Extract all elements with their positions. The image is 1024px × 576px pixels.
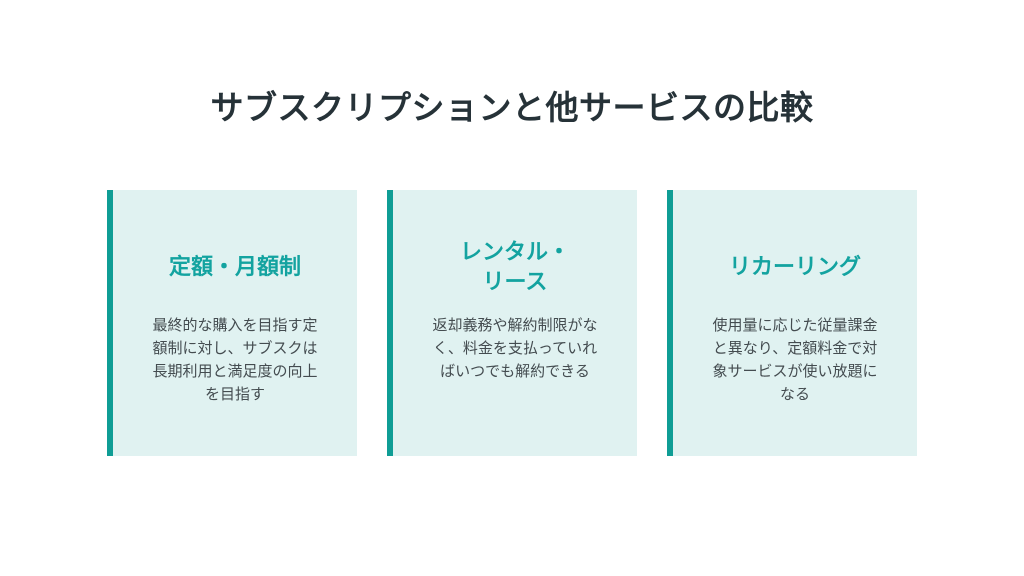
card-flat-rate: 定額・月額制 最終的な購入を目指す定 額制に対し、サブスクは 長期利用と満足度の… (107, 190, 357, 456)
card-title: 定額・月額制 (168, 255, 301, 280)
comparison-cards: 定額・月額制 最終的な購入を目指す定 額制に対し、サブスクは 長期利用と満足度の… (107, 190, 917, 456)
card-title: レンタル・ リース (459, 240, 570, 295)
page-title: サブスクリプションと他サービスの比較 (210, 88, 814, 128)
card-header: レンタル・ リース (393, 236, 637, 300)
card-header: 定額・月額制 (113, 236, 357, 300)
card-rental-lease: レンタル・ リース 返却義務や解約制限がな く、料金を支払っていれ ばいつでも解… (387, 190, 637, 456)
card-header: リカーリング (673, 236, 917, 300)
card-recurring: リカーリング 使用量に応じた従量課金 と異なり、定額料金で対 象サービスが使い放… (667, 190, 917, 456)
card-description: 返却義務や解約制限がな く、料金を支払っていれ ばいつでも解約できる (432, 316, 598, 380)
card-description: 最終的な購入を目指す定 額制に対し、サブスクは 長期利用と満足度の向上 を目指す (152, 316, 318, 403)
card-description: 使用量に応じた従量課金 と異なり、定額料金で対 象サービスが使い放題に なる (712, 316, 878, 403)
card-title: リカーリング (728, 255, 861, 280)
